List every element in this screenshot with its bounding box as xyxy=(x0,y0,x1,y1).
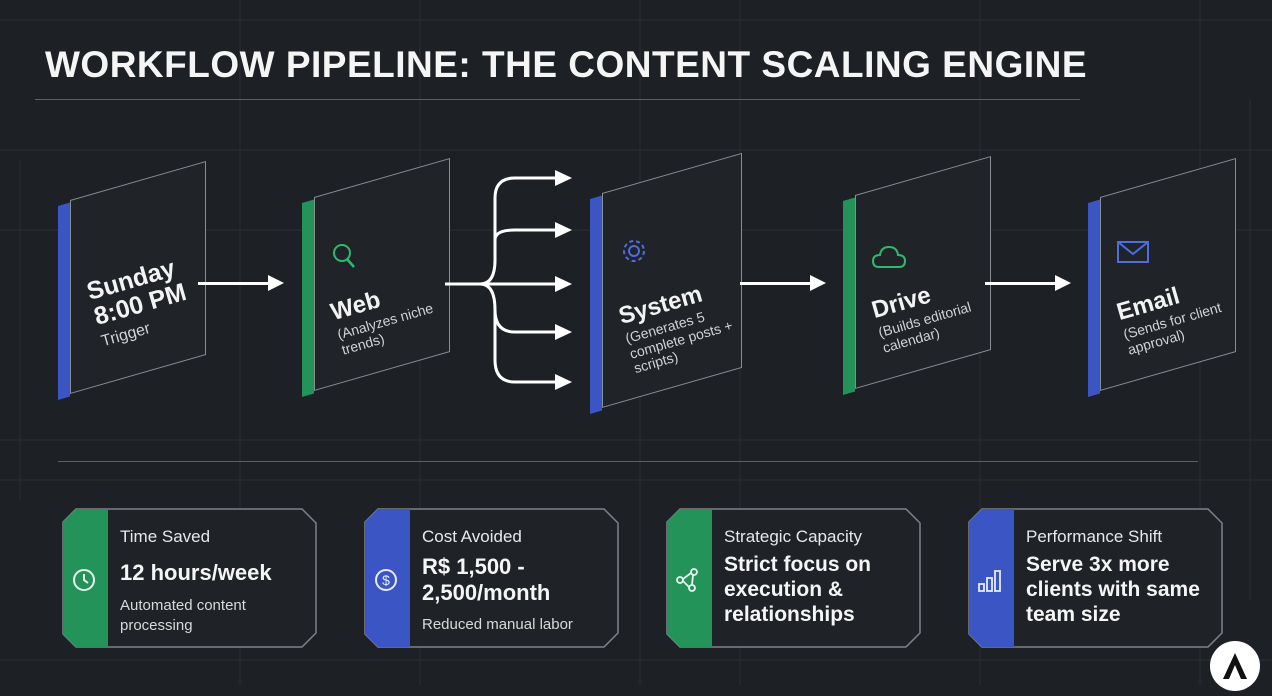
network-icon xyxy=(676,568,698,592)
page-title: WORKFLOW PIPELINE: THE CONTENT SCALING E… xyxy=(45,44,1088,85)
stage-accent-edge xyxy=(58,202,70,400)
arrow-head-icon xyxy=(268,275,284,291)
metric-cost-avoided: $ Cost Avoided R$ 1,500 - 2,500/month Re… xyxy=(364,508,619,648)
metric-time-saved: Time Saved 12 hours/week Automated conte… xyxy=(62,508,317,648)
envelope-icon xyxy=(1117,241,1149,263)
metric-label: Cost Avoided xyxy=(422,527,522,546)
arrow-head-icon xyxy=(1055,275,1071,291)
metric-card xyxy=(364,508,619,648)
stage-trigger: Sunday 8:00 PM Trigger xyxy=(58,161,206,400)
section-divider xyxy=(58,461,1198,462)
stage-accent-edge xyxy=(843,197,855,395)
metric-label: Strategic Capacity xyxy=(724,527,862,546)
arrow-head-icon xyxy=(810,275,826,291)
stage-email: Email (Sends for client approval) xyxy=(1088,158,1236,397)
dollar-icon: $ xyxy=(375,569,397,591)
metric-value: R$ 1,500 - 2,500/month xyxy=(422,554,551,606)
flow-arrow-4 xyxy=(985,282,1055,285)
metric-card xyxy=(666,508,921,648)
metric-note: Automated content processing xyxy=(120,597,246,634)
stage-web: Web (Analyzes niche trends) xyxy=(302,158,450,397)
stage-accent-edge xyxy=(1088,199,1100,397)
a-logo-icon xyxy=(1210,641,1260,691)
metric-note: Reduced manual labor xyxy=(422,616,573,633)
logo-glyph xyxy=(1223,653,1247,679)
metric-strategic-capacity: Strategic Capacity Strict focus on execu… xyxy=(666,508,921,648)
stage-accent-edge xyxy=(590,195,602,414)
flow-arrow-3 xyxy=(740,282,810,285)
metric-card xyxy=(62,508,317,648)
search-icon xyxy=(333,244,355,268)
metric-label: Time Saved xyxy=(120,527,211,546)
metric-value: Strict focus on execution & relationship… xyxy=(724,553,872,627)
bar-chart-icon xyxy=(978,570,1001,592)
stage-system: System (Generates 5 complete posts + scr… xyxy=(590,152,742,414)
metric-value: 12 hours/week xyxy=(120,560,272,585)
title-divider xyxy=(35,99,1080,100)
clock-icon xyxy=(73,569,95,591)
metric-label: Performance Shift xyxy=(1026,527,1163,546)
svg-text:$: $ xyxy=(382,572,390,588)
gear-icon xyxy=(623,240,645,262)
stage-drive: Drive (Builds editorial calendar) xyxy=(843,156,991,395)
cloud-icon xyxy=(871,245,907,268)
fan-out-arrows xyxy=(445,170,572,390)
metric-performance-shift: Performance Shift Serve 3x more clients … xyxy=(968,508,1223,648)
metric-card xyxy=(968,508,1223,648)
flow-arrow-1 xyxy=(198,282,268,285)
metric-value: Serve 3x more clients with same team siz… xyxy=(1026,553,1200,627)
stage-accent-edge xyxy=(302,199,314,397)
